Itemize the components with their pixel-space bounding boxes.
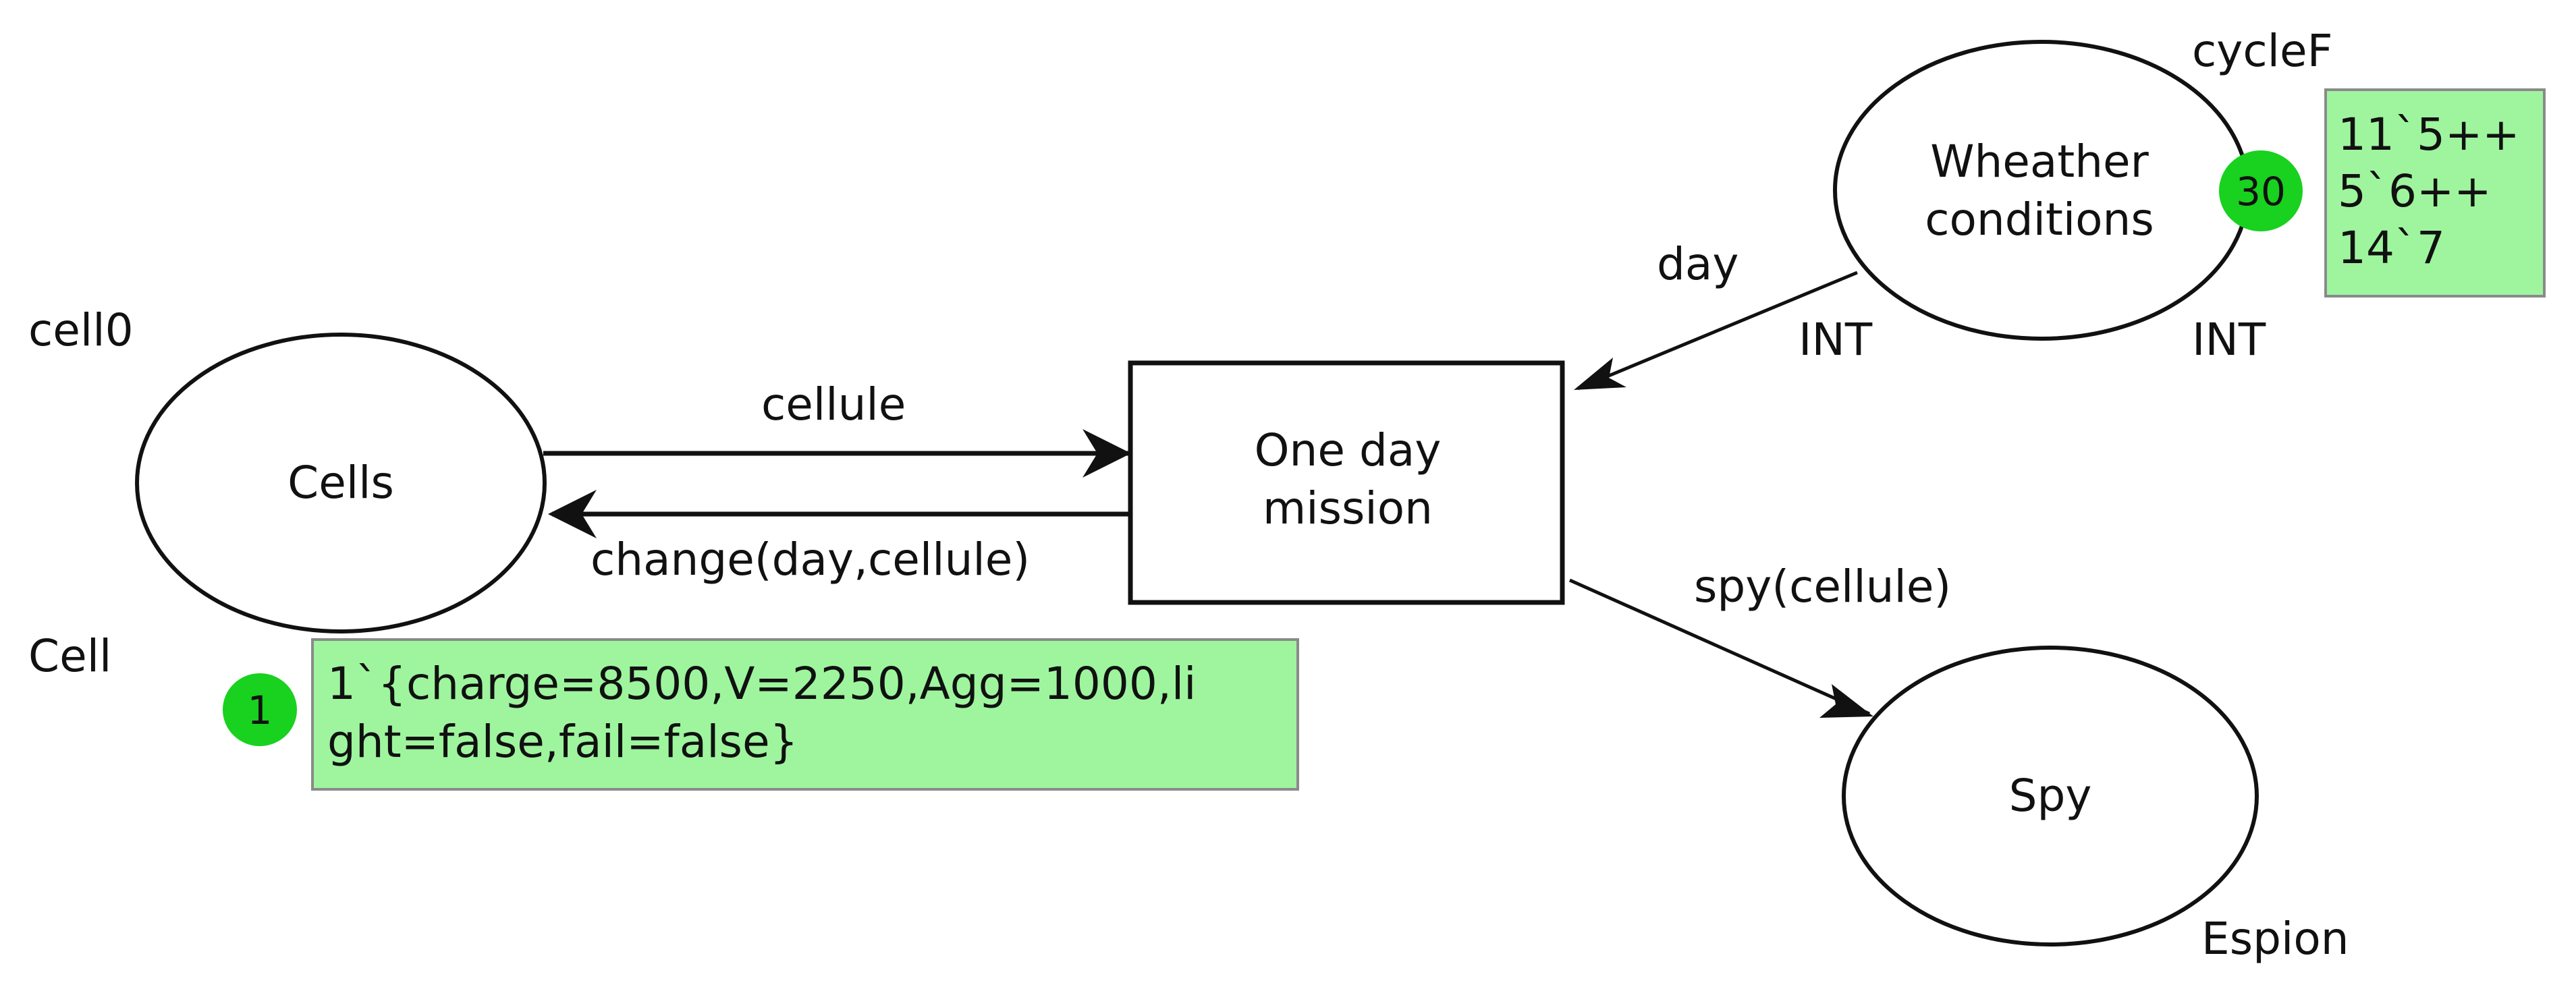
place-weather-name-line-1: Wheather: [1930, 136, 2149, 188]
place-spy-name: Spy: [2009, 770, 2092, 822]
place-weather-color-set: INT: [2192, 314, 2266, 366]
transition-one-day-mission[interactable]: One day mission: [1128, 360, 1565, 605]
cells-token-count: 1: [248, 687, 273, 733]
place-weather-conditions[interactable]: Wheather conditions: [1833, 40, 2250, 341]
arc-mission-to-spy[interactable]: [1568, 578, 1873, 718]
place-cells-color-set: Cell: [28, 630, 111, 682]
place-spy[interactable]: Spy: [1842, 646, 2259, 946]
weather-marking-line-3: 14`7: [2338, 222, 2445, 274]
arc-label-spy: spy(cellule): [1694, 561, 1951, 613]
transition-name-line-2: mission: [1263, 482, 1433, 534]
arrowhead-icon: [1819, 684, 1873, 718]
weather-token-badge[interactable]: 30: [2219, 150, 2303, 231]
transition-name-line-1: One day: [1255, 424, 1442, 476]
cells-token-badge[interactable]: 1: [223, 673, 297, 746]
weather-marking-box: 11`5++ 5`6++ 14`7: [2324, 88, 2546, 298]
place-weather-name-line-2: conditions: [1925, 194, 2154, 246]
place-cells-name: Cells: [287, 457, 394, 509]
arrowhead-icon: [1083, 429, 1131, 478]
weather-marking-line-2: 5`6++: [2338, 165, 2492, 217]
arrowhead-icon: [1574, 358, 1626, 390]
place-cells-initial-marking: cell0: [28, 304, 134, 356]
arc-cells-to-mission[interactable]: [543, 429, 1131, 478]
cells-marking-line-1: 1`{charge=8500,V=2250,Agg=1000,li: [327, 658, 1197, 710]
weather-marking-line-1: 11`5++: [2338, 109, 2520, 161]
arc-weather-to-mission[interactable]: [1574, 271, 1858, 391]
arc-label-int: INT: [1799, 314, 1873, 366]
cells-marking-box: 1`{charge=8500,V=2250,Agg=1000,li ght=fa…: [311, 638, 1299, 791]
arc-label-change: change(day,cellule): [591, 534, 1030, 586]
arc-mission-to-cells[interactable]: [548, 490, 1128, 538]
weather-token-count: 30: [2236, 169, 2286, 215]
place-cells[interactable]: Cells: [135, 333, 547, 633]
arc-label-day: day: [1657, 238, 1738, 290]
arc-label-cellule: cellule: [761, 378, 906, 430]
place-weather-initial-marking: cycleF: [2192, 25, 2333, 77]
cells-marking-line-2: ght=false,fail=false}: [327, 716, 798, 768]
place-spy-color-set: Espion: [2201, 913, 2349, 965]
arrowhead-icon: [548, 490, 597, 538]
